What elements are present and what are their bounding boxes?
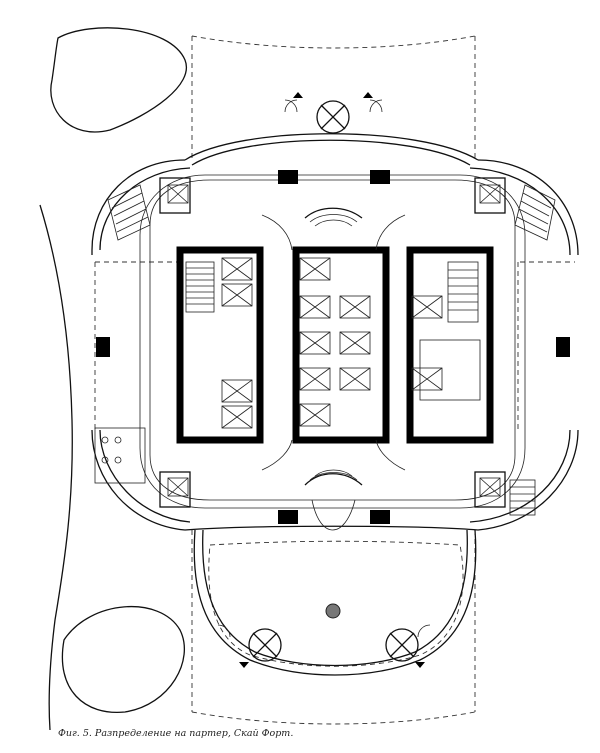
elevator-icon <box>221 405 253 429</box>
elevator-icon <box>299 257 331 281</box>
elevator-icon <box>299 367 331 391</box>
entrance-doors <box>217 92 431 668</box>
stair-icon <box>107 184 151 241</box>
core-walls <box>176 246 494 444</box>
elevator-icon <box>221 257 253 281</box>
elevator-icon <box>479 477 501 497</box>
plaza-marker <box>325 603 341 619</box>
column-icon <box>370 170 390 184</box>
elevator-icon <box>221 379 253 403</box>
revolving-door-icon <box>385 628 419 662</box>
column-icon <box>556 337 570 357</box>
elevator-icon <box>167 184 189 204</box>
stairs <box>107 184 556 516</box>
columns <box>96 170 570 524</box>
elevator-icon <box>339 295 371 319</box>
figure-caption: Фиг. 5. Разпределение на партер, Скай Фо… <box>58 728 294 739</box>
stair-icon <box>185 261 215 313</box>
lobby-features <box>261 207 406 531</box>
elevator-icon <box>479 184 501 204</box>
revolving-door-icon <box>316 100 350 134</box>
elevator-icon <box>339 331 371 355</box>
column-icon <box>278 510 298 524</box>
elevator-icon <box>411 367 443 391</box>
elevator-icon <box>299 295 331 319</box>
column-icon <box>370 510 390 524</box>
landscape-curves <box>39 27 188 731</box>
elevator-icon <box>299 403 331 427</box>
revolving-door-icon <box>248 628 282 662</box>
elevator-icon <box>339 367 371 391</box>
stair-icon <box>447 261 479 323</box>
stair-icon <box>514 184 556 241</box>
elevator-shafts <box>167 184 501 497</box>
column-icon <box>96 337 110 357</box>
lobby-boundary <box>139 174 526 509</box>
elevator-icon <box>167 477 189 497</box>
elevator-icon <box>299 331 331 355</box>
stair-icon <box>509 479 536 516</box>
service-rooms <box>94 177 506 508</box>
building-envelope <box>91 133 579 676</box>
elevator-icon <box>221 283 253 307</box>
elevator-icon <box>411 295 443 319</box>
column-icon <box>278 170 298 184</box>
podium-outline <box>94 35 575 725</box>
